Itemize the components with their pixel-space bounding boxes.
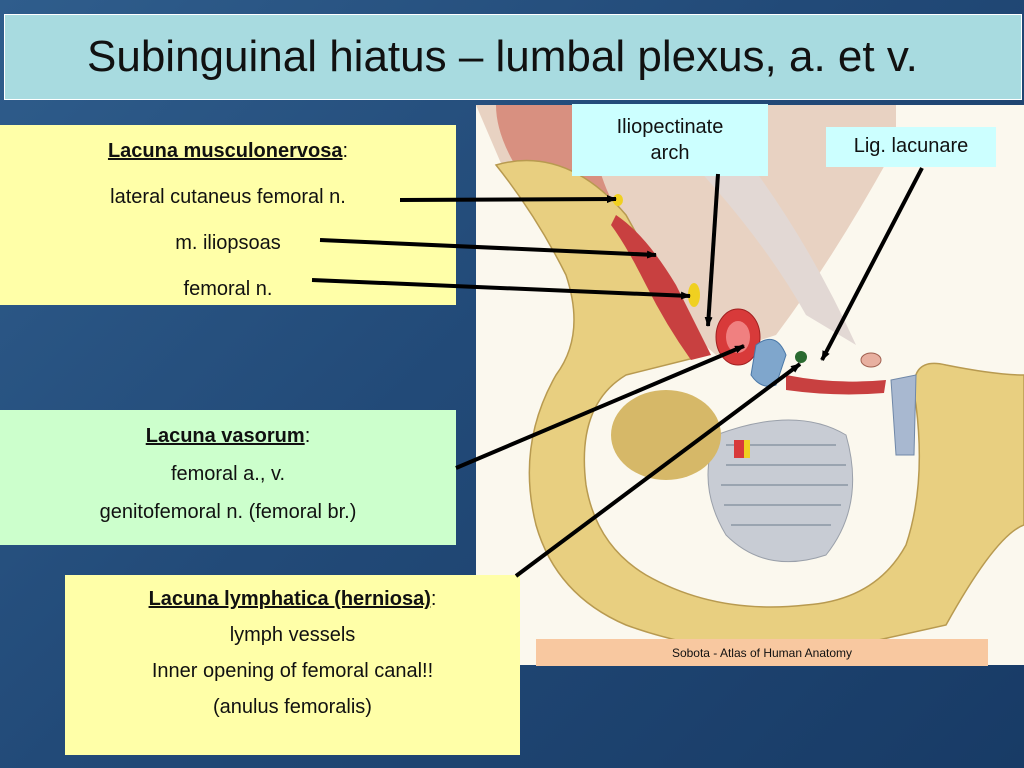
slide-title: Subinguinal hiatus – lumbal plexus, a. e…: [87, 32, 918, 81]
obturator-nerve: [744, 440, 750, 458]
label-iliopectinate-arch: Iliopectinate arch: [572, 104, 768, 176]
source-credit-text: Sobota - Atlas of Human Anatomy: [671, 646, 853, 660]
heading-suffix: :: [304, 425, 311, 447]
item-femoral-nerve: femoral n.: [183, 278, 273, 300]
item-femoral-av: femoral a., v.: [170, 463, 286, 485]
label-iliopectinate-line1: Iliopectinate: [616, 116, 724, 138]
lymph-node: [795, 351, 807, 363]
lateral-cutaneous-nerve: [613, 194, 623, 206]
pubic-symphysis: [890, 374, 917, 456]
item-lateral-cutaneus: lateral cutaneus femoral n.: [110, 186, 346, 208]
title-bar: Subinguinal hiatus – lumbal plexus, a. e…: [4, 14, 1022, 100]
box-lacuna-musculonervosa: Lacuna musculonervosa: lateral cutaneus …: [0, 125, 456, 305]
anatomy-illustration: [476, 105, 1024, 665]
label-lig-lacunare-text: Lig. lacunare: [853, 135, 969, 157]
heading-vasorum: Lacuna vasorum: [145, 425, 305, 447]
label-iliopectinate-line2: arch: [650, 142, 690, 164]
item-anulus-femoralis: (anulus femoralis): [213, 696, 372, 718]
heading-suffix: :: [342, 140, 349, 162]
acetabulum: [611, 390, 721, 480]
box-lacuna-vasorum: Lacuna vasorum: femoral a., v. genitofem…: [0, 410, 456, 545]
obturator-artery: [734, 440, 744, 458]
heading-suffix: :: [430, 588, 437, 610]
pelvis-drawing: [476, 105, 1024, 665]
pectineus-muscle: [786, 375, 886, 395]
item-lymph-vessels: lymph vessels: [229, 624, 356, 646]
femoral-artery-lumen: [726, 321, 750, 353]
box-lacuna-lymphatica: Lacuna lymphatica (herniosa): lymph vess…: [65, 575, 520, 755]
label-lig-lacunare: Lig. lacunare: [826, 127, 996, 167]
heading-lymphatica: Lacuna lymphatica (herniosa): [148, 588, 431, 610]
inguinal-ligament-fibers: [656, 125, 856, 345]
round-ligament: [860, 352, 882, 368]
source-credit: Sobota - Atlas of Human Anatomy: [536, 639, 988, 666]
item-iliopsoas: m. iliopsoas: [175, 232, 281, 254]
item-inner-opening: Inner opening of femoral canal!!: [151, 660, 434, 682]
heading-musculonervosa: Lacuna musculonervosa: [107, 140, 343, 162]
item-genitofemoral: genitofemoral n. (femoral br.): [99, 501, 357, 523]
femoral-nerve: [688, 283, 700, 307]
